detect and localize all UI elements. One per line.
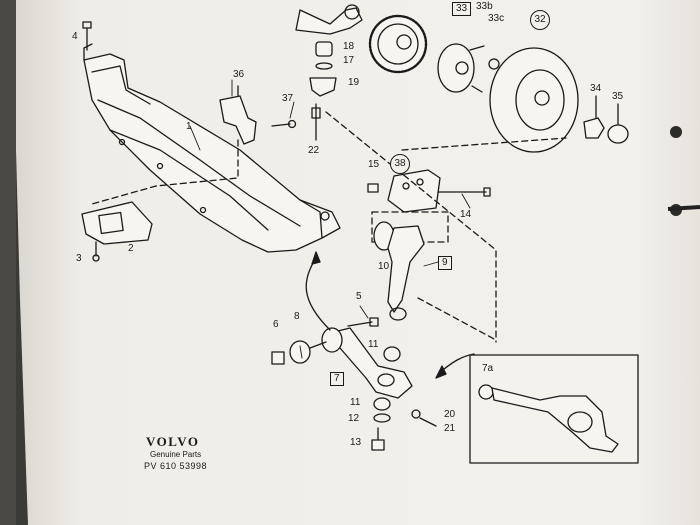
callout-12: 12: [348, 413, 360, 424]
callout-7: 7: [330, 372, 344, 386]
inset-control-arm: [478, 384, 619, 453]
callout-17: 17: [343, 55, 355, 66]
callout-6: 6: [273, 319, 279, 330]
subframe-part-1: [83, 43, 341, 253]
callout-14: 14: [460, 209, 472, 220]
nut-part-6: [271, 351, 285, 365]
callout-20: 20: [444, 409, 456, 420]
binder-hole-top: [670, 126, 682, 138]
bolt-part-4: [82, 21, 92, 51]
inset-arrow-head: [435, 365, 447, 379]
bracket-part-36: [219, 85, 257, 145]
leader-lines: [189, 79, 471, 359]
brake-disc-part-32: [489, 47, 579, 153]
cap-part-35: [607, 103, 629, 144]
callout-22: 22: [308, 145, 320, 156]
strut-upper-parts: [295, 4, 363, 141]
bushing-part-11-upper: [383, 346, 401, 362]
callout-18: 18: [343, 41, 355, 52]
callout-15: 15: [368, 159, 380, 170]
callout-34: 34: [590, 83, 602, 94]
callout-11-lower: 11: [350, 397, 361, 408]
callout-10: 10: [378, 261, 390, 272]
callout-33c: 33c: [488, 13, 505, 24]
callout-38: 38: [390, 154, 410, 174]
callout-33: 33: [452, 2, 472, 16]
clip-parts-20-21: [411, 409, 437, 427]
dashed-guides: [91, 111, 567, 343]
bolt-part-5: [347, 317, 379, 327]
brand-logo: VOLVO: [146, 434, 200, 449]
callout-19: 19: [348, 77, 360, 88]
inset-label: 7a: [482, 363, 494, 374]
callout-32: 32: [530, 10, 550, 30]
callout-1: 1: [186, 121, 192, 132]
callout-4: 4: [72, 31, 78, 42]
callout-9: 9: [438, 256, 452, 270]
callout-33b: 33b: [476, 1, 493, 12]
callout-21: 21: [444, 423, 456, 434]
bushing-part-8: [289, 340, 327, 364]
page-edge-shadow: [0, 0, 16, 525]
callout-5: 5: [356, 291, 362, 302]
curved-arrow-head: [311, 251, 321, 265]
brand-subtitle: Genuine Parts: [150, 450, 202, 459]
callout-11-upper: 11: [368, 339, 379, 350]
bracket-part-38: [367, 169, 491, 213]
callout-3: 3: [76, 253, 82, 264]
callout-36: 36: [233, 69, 245, 80]
nut-part-34: [583, 95, 605, 139]
lower-stack-parts: [371, 397, 391, 451]
rod-part-9: [373, 221, 425, 321]
callout-37: 37: [282, 93, 294, 104]
plate-part-2: [81, 201, 153, 262]
callout-8: 8: [294, 311, 300, 322]
bolt-part-37: [271, 119, 297, 129]
control-arm-part-7: [321, 327, 413, 399]
callout-13: 13: [350, 437, 362, 448]
catalog-part-number: PV 610 53998: [144, 461, 208, 471]
binder-rod: [667, 205, 700, 211]
hub-assembly-part-33: [368, 14, 500, 93]
callout-2: 2: [128, 243, 134, 254]
callout-35: 35: [612, 91, 624, 102]
